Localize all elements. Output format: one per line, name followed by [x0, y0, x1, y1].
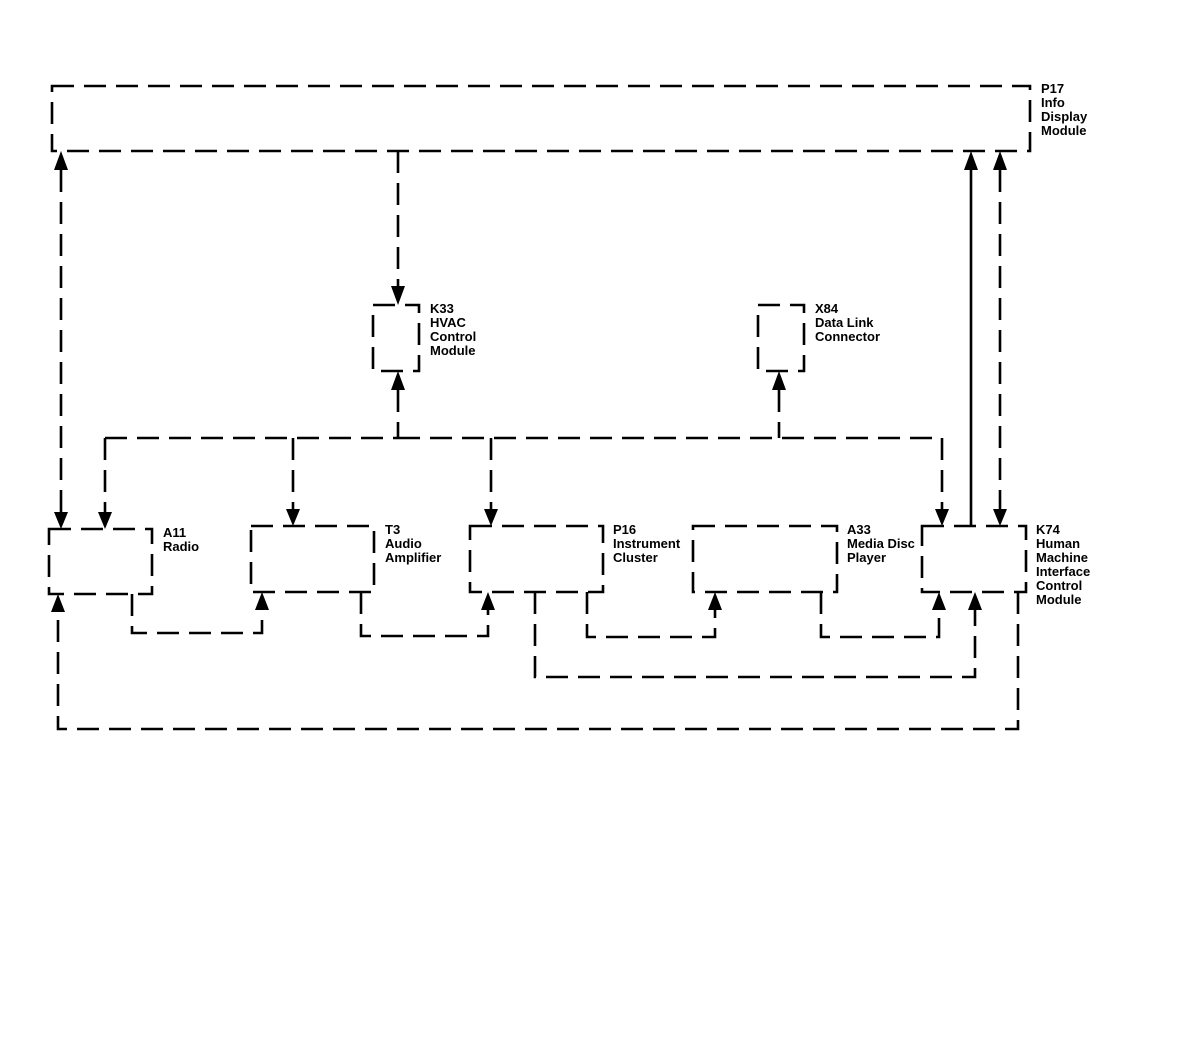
- k74-label: K74 Human Machine Interface Control Modu…: [1036, 522, 1090, 607]
- link-k74-a11: [56, 592, 1020, 731]
- x84-line-2: Connector: [815, 329, 880, 344]
- arrow-up-p17-right: [993, 151, 1007, 170]
- arrow-down-p16: [484, 509, 498, 526]
- k74-module-box: [920, 524, 1028, 594]
- k33-line-1: HVAC: [430, 315, 466, 330]
- link-p16-k74: [533, 592, 977, 679]
- a11-line-1: Radio: [163, 539, 199, 554]
- arrow-down-t3: [286, 509, 300, 526]
- arrow-up-x84: [772, 371, 786, 390]
- t3-code: T3: [385, 522, 400, 537]
- p17-line-2: Display: [1041, 109, 1088, 124]
- k33-line-3: Module: [430, 343, 476, 358]
- k33-code: K33: [430, 301, 454, 316]
- link-a33-k74: [819, 592, 941, 639]
- p16-module-box: [468, 524, 605, 594]
- a33-label: A33 Media Disc Player: [847, 522, 915, 565]
- p16-label: P16 Instrument Cluster: [613, 522, 681, 565]
- k74-line-2: Machine: [1036, 550, 1088, 565]
- p16-line-1: Instrument: [613, 536, 681, 551]
- k74-line-1: Human: [1036, 536, 1080, 551]
- a33-line-2: Player: [847, 550, 886, 565]
- arrow-up-t3: [255, 592, 269, 610]
- k33-line-2: Control: [430, 329, 476, 344]
- arrow-down-a11-left: [54, 512, 68, 529]
- arrow-up-k33: [391, 371, 405, 390]
- a11-code: A11: [163, 525, 186, 540]
- arrowheads: [51, 151, 1007, 612]
- t3-module-box: [249, 524, 376, 594]
- k74-line-5: Module: [1036, 592, 1082, 607]
- link-t3-p16: [359, 592, 490, 638]
- x84-code: X84: [815, 301, 839, 316]
- p16-code: P16: [613, 522, 636, 537]
- k74-code: K74: [1036, 522, 1061, 537]
- a33-code: A33: [847, 522, 871, 537]
- p17-line-1: Info: [1041, 95, 1065, 110]
- t3-line-1: Audio: [385, 536, 422, 551]
- arrow-down-a11-right: [98, 512, 112, 529]
- k33-module-box: [371, 303, 421, 373]
- x84-line-1: Data Link: [815, 315, 874, 330]
- wiring: [56, 151, 1020, 731]
- a33-module-box: [691, 524, 839, 594]
- arrow-down-k74-bus: [935, 509, 949, 526]
- arrow-up-p17-left: [54, 151, 68, 170]
- a11-module-box: [47, 527, 154, 596]
- link-a11-t3: [130, 594, 264, 635]
- link-p16-a33: [585, 592, 717, 639]
- a33-line-1: Media Disc: [847, 536, 915, 551]
- x84-module-box: [756, 303, 806, 373]
- arrow-down-k33: [391, 286, 405, 305]
- arrow-up-a33: [708, 592, 722, 610]
- p16-line-2: Cluster: [613, 550, 658, 565]
- p17-line-3: Module: [1041, 123, 1087, 138]
- arrow-up-a11: [51, 594, 65, 612]
- a11-label: A11 Radio: [163, 525, 199, 554]
- t3-line-2: Amplifier: [385, 550, 441, 565]
- p17-label: P17 Info Display Module: [1041, 81, 1088, 138]
- k33-label: K33 HVAC Control Module: [430, 301, 476, 358]
- arrow-up-k74-b: [968, 592, 982, 610]
- p17-code: P17: [1041, 81, 1064, 96]
- x84-label: X84 Data Link Connector: [815, 301, 880, 344]
- arrow-up-k74-a: [932, 592, 946, 610]
- arrow-up-p16: [481, 592, 495, 610]
- arrow-up-p17-solid: [964, 151, 978, 170]
- k74-line-3: Interface: [1036, 564, 1090, 579]
- arrow-down-k74-p17: [993, 509, 1007, 526]
- t3-label: T3 Audio Amplifier: [385, 522, 441, 565]
- p17-module-box: [50, 84, 1032, 153]
- k74-line-4: Control: [1036, 578, 1082, 593]
